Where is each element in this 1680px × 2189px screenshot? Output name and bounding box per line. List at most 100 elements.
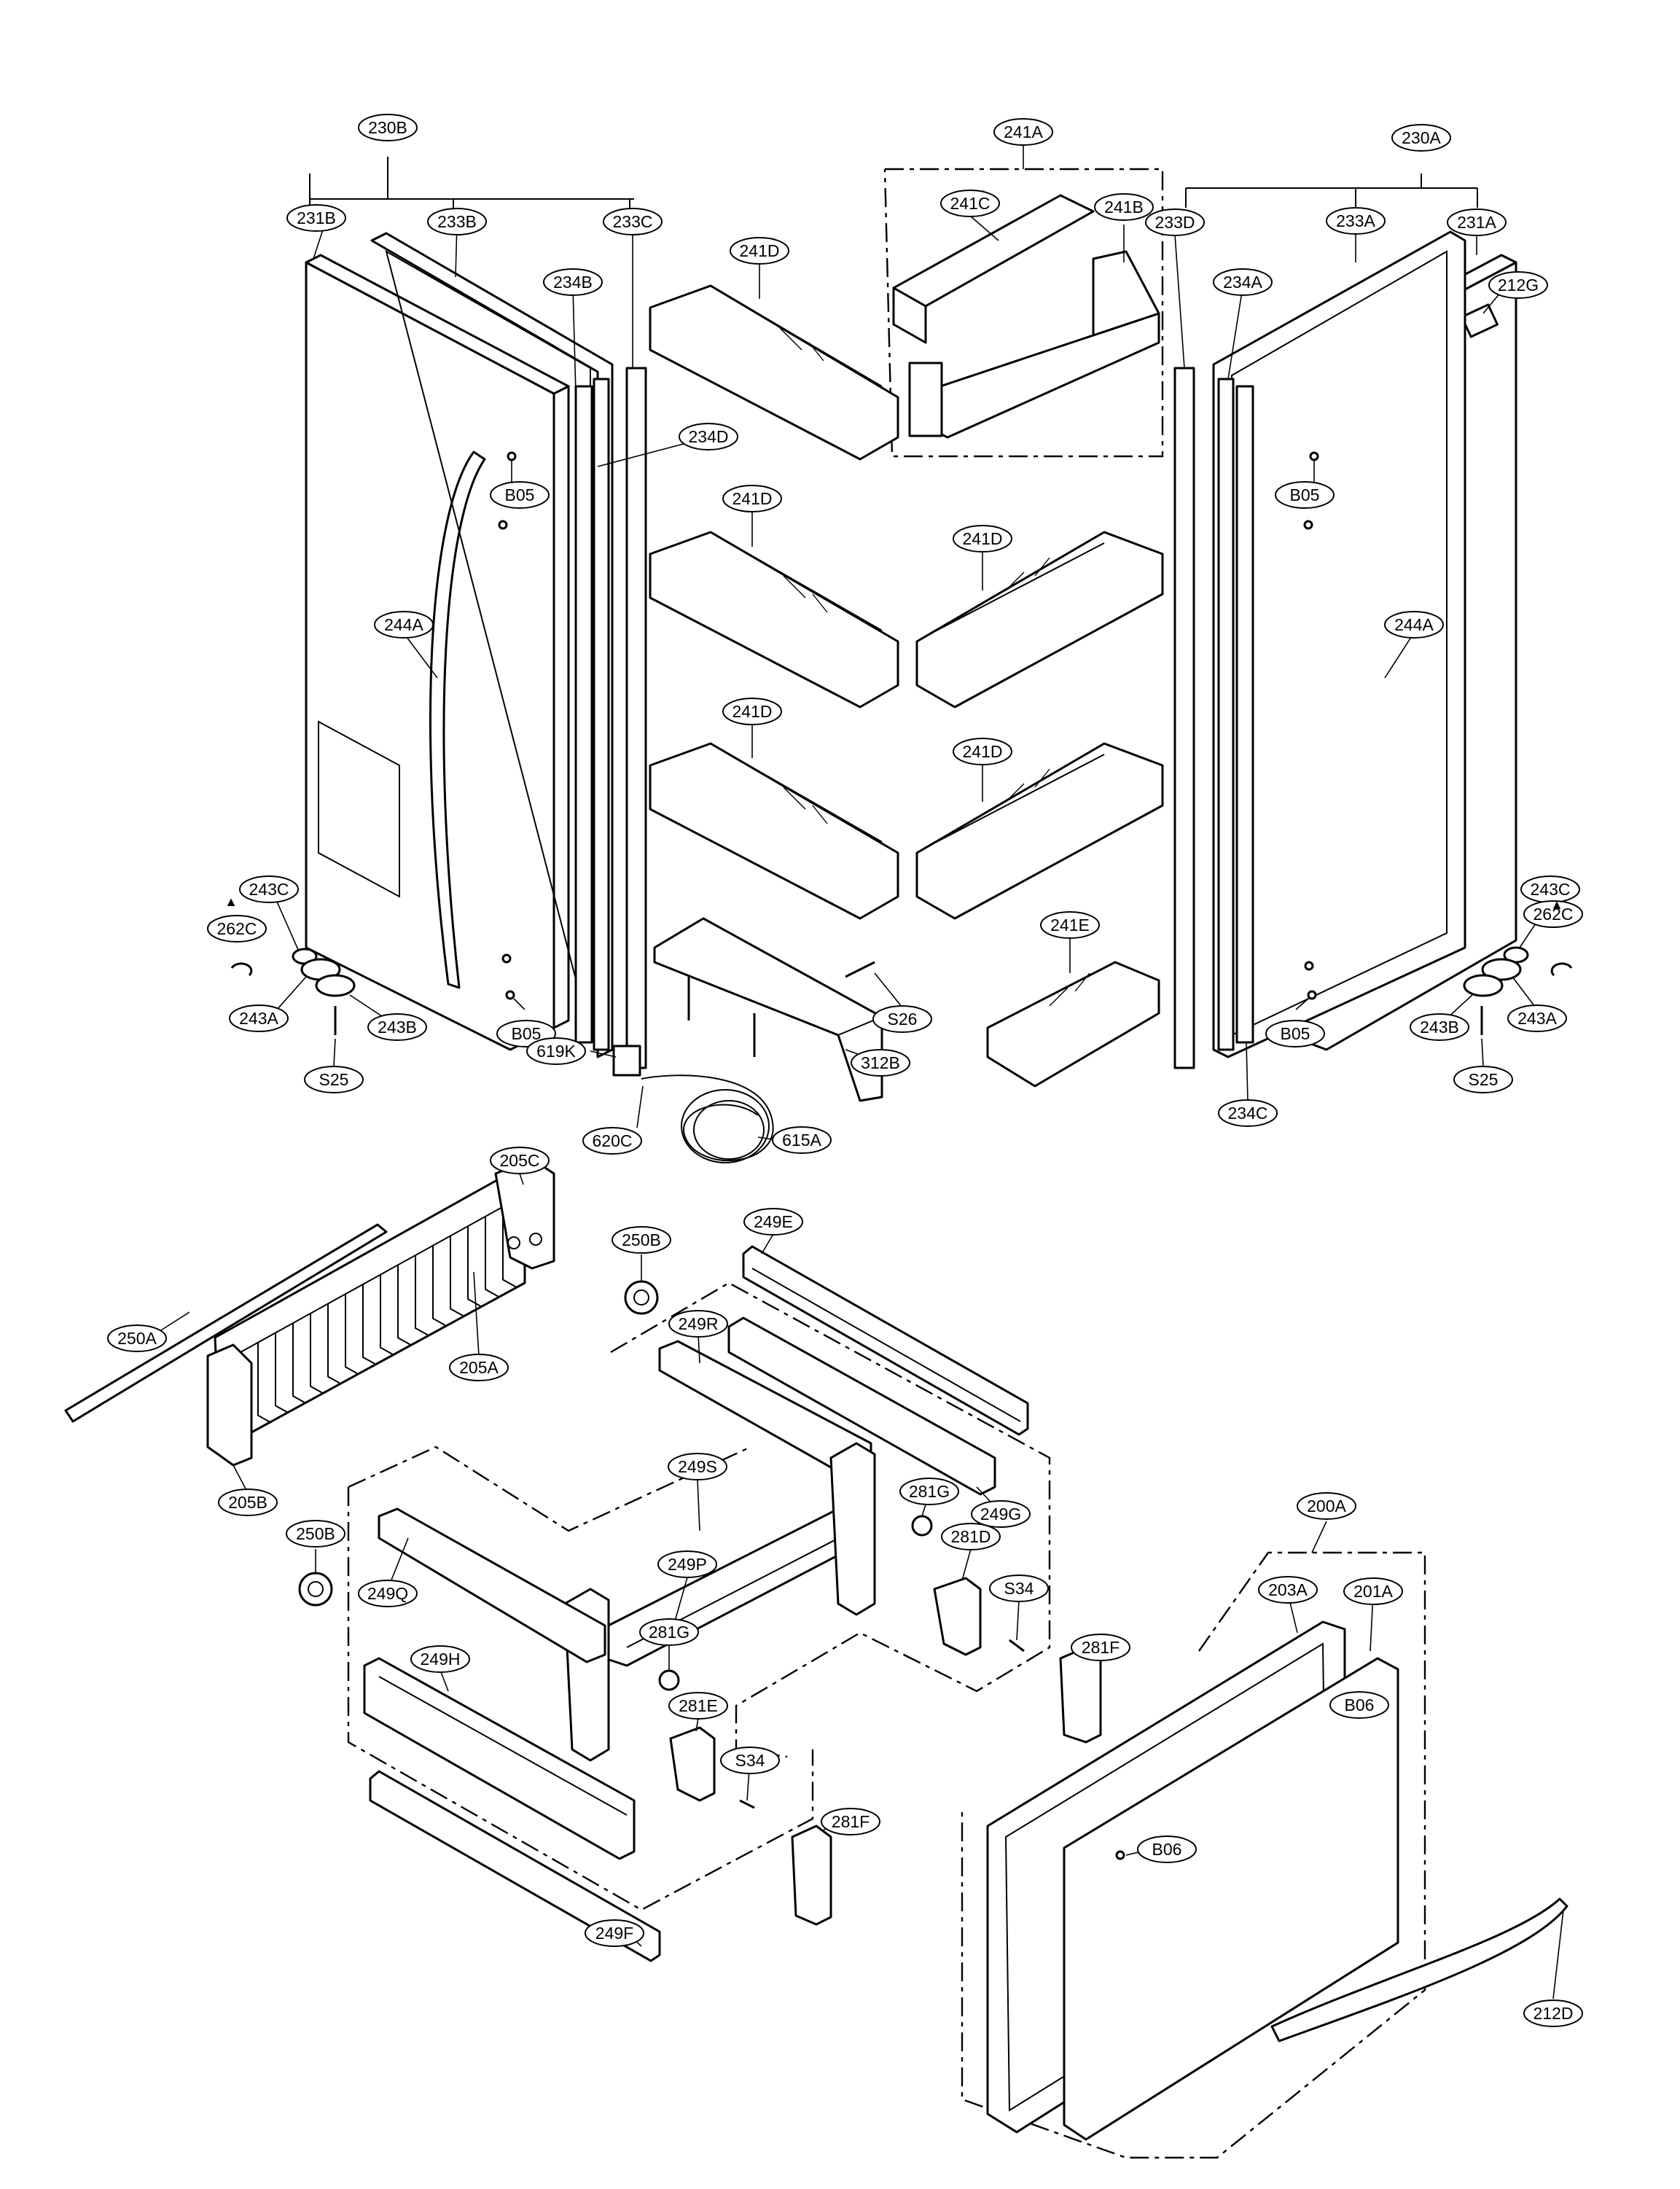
callout-label: 241C: [950, 194, 991, 213]
callout-oval: [668, 1310, 728, 1338]
callout-label: 212D: [1534, 2004, 1574, 2023]
right-door-assembly: [1173, 173, 1573, 1069]
callout-619k: 619K: [526, 1037, 586, 1065]
left-door-gasket: [370, 232, 614, 1058]
callout-label: S25: [319, 1070, 349, 1089]
callout-249h: 249H: [410, 1645, 470, 1673]
callout-label: B05: [505, 485, 535, 504]
callout-label: 250B: [296, 1524, 335, 1543]
callout-oval: [218, 1488, 278, 1516]
callout-oval: [1329, 1691, 1389, 1719]
callout-label: 230A: [1402, 128, 1441, 147]
callout-label: 243A: [1517, 1009, 1557, 1028]
callout-label: 231A: [1457, 213, 1496, 232]
bracket-205C: [494, 1158, 555, 1270]
callout-label: 243C: [1531, 880, 1571, 899]
callout-312b: 312B: [851, 1049, 910, 1077]
callout-label: 243A: [239, 1009, 278, 1028]
callout-250b: 250B: [286, 1520, 345, 1548]
callout-s34: S34: [989, 1575, 1049, 1602]
callout-oval: [1040, 911, 1100, 939]
callout-oval: [1523, 900, 1583, 928]
callout-label: 201A: [1353, 1582, 1393, 1601]
rail-group-left-outline: [348, 1445, 751, 1532]
callout-oval: [722, 485, 782, 512]
gear-250B-lower: [298, 1572, 333, 1607]
basket-wire: [502, 1206, 517, 1288]
bin-241D-2: [649, 531, 899, 709]
callout-262c: 262C: [207, 915, 267, 943]
callout-241c: 241C: [940, 190, 1000, 217]
callout-250a: 250A: [107, 1324, 167, 1352]
clip-281G-lower: [658, 1669, 680, 1691]
callout-label: 234C: [1228, 1104, 1268, 1123]
callout-244a: 244A: [374, 611, 434, 639]
callout-281f: 281F: [1071, 1634, 1130, 1661]
screw-S34-lower: [739, 1799, 755, 1809]
callout-oval: [229, 1004, 289, 1032]
clip-262C-left: [230, 962, 253, 977]
callout-oval: [899, 1478, 959, 1505]
callout-label: 281F: [1082, 1638, 1120, 1657]
callout-249f: 249F: [585, 1919, 644, 1947]
callout-234d: 234D: [679, 423, 738, 450]
freezer-door-assembly: [961, 1551, 1568, 2159]
callout-label: 281D: [951, 1527, 991, 1546]
right-door-strip-233D: [1173, 367, 1195, 1069]
basket-wire: [467, 1226, 482, 1307]
callout-oval: [821, 1808, 880, 1835]
callout-oval: [449, 1354, 509, 1381]
callout-label: 234A: [1223, 273, 1262, 292]
bin-241D-3: [649, 742, 899, 920]
callout-oval: [1343, 1577, 1403, 1605]
callout-oval: [1453, 1066, 1513, 1093]
callout-205a: 205A: [449, 1354, 509, 1381]
callout-label: 244A: [1394, 615, 1434, 634]
callout-label: 233B: [437, 212, 477, 231]
callout-oval: [1218, 1099, 1278, 1127]
callout-oval: [286, 1520, 345, 1548]
callout-243c: 243C: [239, 875, 299, 903]
callout-oval: [1094, 193, 1154, 221]
callout-label: 312B: [861, 1053, 900, 1072]
callout-249s: 249S: [668, 1453, 727, 1480]
rail-group-right-outline: [610, 1281, 1051, 1758]
callout-250b: 250B: [612, 1226, 671, 1254]
basket-wire: [257, 1342, 272, 1424]
callout-233c: 233C: [603, 208, 663, 235]
basket-wire: [362, 1284, 377, 1365]
handle-212D: [1270, 1897, 1568, 2042]
callout-label: 250A: [117, 1329, 157, 1348]
callout-oval: [304, 1066, 364, 1093]
callout-oval: [1071, 1634, 1130, 1661]
callout-label: 619K: [536, 1042, 576, 1061]
callout-label: B05: [1281, 1024, 1310, 1043]
callout-243b: 243B: [1410, 1013, 1469, 1041]
callout-oval: [107, 1324, 167, 1352]
callout-249r: 249R: [668, 1310, 728, 1338]
callout-oval: [358, 114, 418, 141]
callout-oval: [743, 1208, 803, 1236]
callout-oval: [1265, 1020, 1325, 1047]
callout-oval: [207, 915, 267, 943]
callout-label: 241D: [732, 489, 773, 508]
valve-619K: [612, 1045, 641, 1077]
callout-label: 205A: [459, 1358, 499, 1377]
callout-oval: [1213, 268, 1273, 296]
right-door-liner-234A: [1217, 378, 1235, 1051]
screw-icon: [1307, 990, 1317, 1000]
callout-label: 249G: [980, 1505, 1021, 1523]
screw-icon: [1115, 1850, 1125, 1860]
clip-281F-right: [1059, 1646, 1102, 1744]
callout-s26: S26: [872, 1005, 932, 1033]
callout-243c: 243C: [1520, 875, 1580, 903]
left-door-display-window: [318, 720, 400, 898]
clip-281E: [669, 1726, 716, 1802]
callout-b06: B06: [1329, 1691, 1389, 1719]
callout-label: 243B: [1420, 1018, 1459, 1037]
callout-label: 241D: [740, 241, 780, 260]
callout-230b: 230B: [358, 114, 418, 141]
screw-icon: [498, 520, 508, 530]
callout-label: 231B: [297, 208, 336, 227]
left-door-liner-234D: [593, 378, 610, 1051]
